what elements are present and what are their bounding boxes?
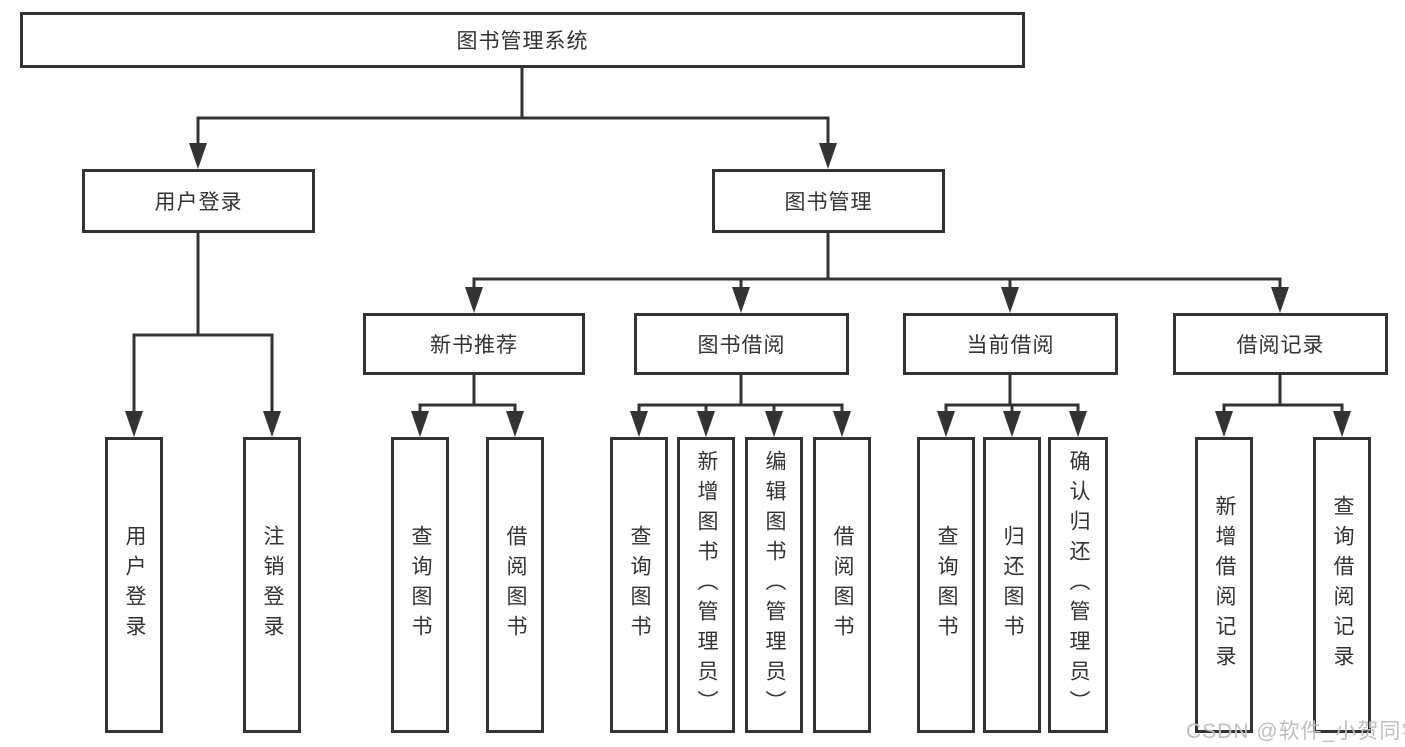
leaf-records-query-label: 查询借阅记录 <box>1331 495 1354 675</box>
arrowhead <box>765 411 783 437</box>
connector-root-split <box>196 64 830 147</box>
leaf-bookborrow-query-label: 查询图书 <box>628 525 651 645</box>
node-book-management-label: 图书管理 <box>784 191 873 214</box>
arrowhead <box>1069 411 1087 437</box>
leaf-currentborrow-query: 查询图书 <box>917 437 975 733</box>
node-borrow-records-label: 借阅记录 <box>1236 334 1325 357</box>
node-book-management: 图书管理 <box>712 169 945 233</box>
leaf-records-query: 查询借阅记录 <box>1313 437 1371 733</box>
leaf-newbooks-borrow: 借阅图书 <box>486 437 544 733</box>
leaf-logout-label: 注销登录 <box>261 525 284 645</box>
node-borrow-records: 借阅记录 <box>1173 313 1388 375</box>
connector-borrowrecords-split <box>1222 373 1344 415</box>
arrowhead <box>1001 287 1019 313</box>
leaf-logout: 注销登录 <box>243 437 301 733</box>
node-current-borrow-label: 当前借阅 <box>966 334 1055 357</box>
arrowhead <box>189 143 207 169</box>
connector-newbooks-split <box>418 371 517 415</box>
leaf-currentborrow-confirm-label: 确认归还（管理员） <box>1067 450 1090 720</box>
leaf-bookborrow-edit: 编辑图书（管理员） <box>745 437 803 733</box>
arrowhead <box>833 411 851 437</box>
arrowhead <box>263 411 281 437</box>
leaf-bookborrow-edit-label: 编辑图书（管理员） <box>763 450 786 720</box>
node-user-login: 用户登录 <box>82 169 315 233</box>
arrowhead <box>411 411 429 437</box>
arrowhead <box>937 411 955 437</box>
leaf-bookborrow-borrow: 借阅图书 <box>813 437 871 733</box>
node-root: 图书管理系统 <box>20 12 1025 68</box>
connector-userlogin-split <box>132 229 274 415</box>
leaf-bookborrow-query: 查询图书 <box>610 437 668 733</box>
arrowhead <box>1215 411 1233 437</box>
leaf-records-add: 新增借阅记录 <box>1195 437 1253 733</box>
leaf-newbooks-borrow-label: 借阅图书 <box>504 525 527 645</box>
connector-currentborrow-split <box>944 371 1080 415</box>
leaf-newbooks-query-label: 查询图书 <box>409 525 432 645</box>
node-book-borrow: 图书借阅 <box>634 313 849 375</box>
connector-bookborrow-split <box>637 371 844 415</box>
arrowhead <box>1003 411 1021 437</box>
arrowhead <box>819 143 837 169</box>
leaf-currentborrow-return-label: 归还图书 <box>1001 525 1024 645</box>
arrowhead <box>732 287 750 313</box>
leaf-newbooks-query: 查询图书 <box>391 437 449 733</box>
arrowhead <box>1333 411 1351 437</box>
arrowhead <box>506 411 524 437</box>
connector-bookmgmt-split <box>472 229 1282 291</box>
leaf-bookborrow-borrow-label: 借阅图书 <box>831 525 854 645</box>
node-root-label: 图书管理系统 <box>456 30 589 53</box>
node-new-book-recommend: 新书推荐 <box>363 313 585 375</box>
arrowhead <box>125 411 143 437</box>
node-book-borrow-label: 图书借阅 <box>697 334 786 357</box>
leaf-currentborrow-return: 归还图书 <box>983 437 1041 733</box>
leaf-user-login-label: 用户登录 <box>123 525 146 645</box>
arrowhead <box>630 411 648 437</box>
node-new-book-recommend-label: 新书推荐 <box>430 334 518 357</box>
watermark: CSDN @软件_小贺同学 <box>1186 720 1405 743</box>
leaf-currentborrow-confirm: 确认归还（管理员） <box>1048 437 1108 733</box>
node-user-login-label: 用户登录 <box>154 191 243 214</box>
arrowhead <box>697 411 715 437</box>
leaf-user-login: 用户登录 <box>105 437 163 733</box>
arrowhead <box>1271 287 1289 313</box>
leaf-bookborrow-add: 新增图书（管理员） <box>677 437 735 733</box>
leaf-currentborrow-query-label: 查询图书 <box>935 525 958 645</box>
leaf-bookborrow-add-label: 新增图书（管理员） <box>695 450 718 720</box>
node-current-borrow: 当前借阅 <box>903 313 1118 375</box>
arrowhead <box>465 287 483 313</box>
leaf-records-add-label: 新增借阅记录 <box>1213 495 1236 675</box>
